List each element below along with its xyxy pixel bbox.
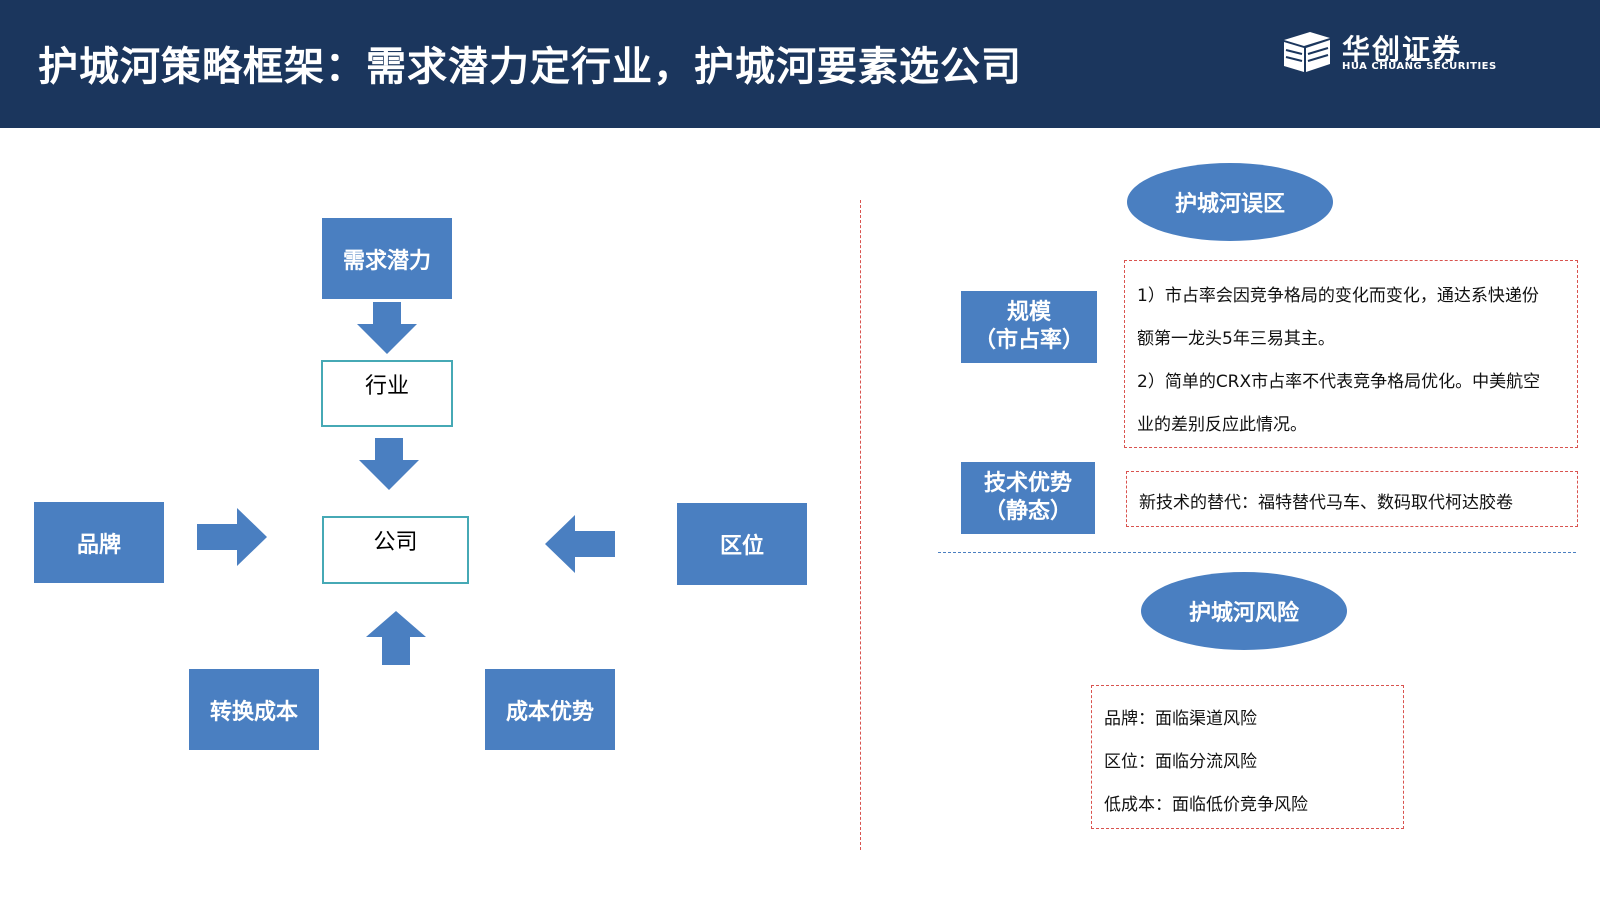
arrow-down-icon: [359, 438, 419, 490]
logo-cube-icon: [1284, 32, 1330, 72]
moat-pitfalls-title: 护城河误区: [1127, 163, 1333, 241]
logo-english-name: HUA CHUANG SECURITIES: [1342, 61, 1497, 72]
arrow-down-icon: [357, 302, 417, 354]
arrow-left-icon: [545, 515, 615, 573]
scale-description-line: 业的差别反应此情况。: [1137, 415, 1307, 435]
brand-box: 品牌: [34, 502, 164, 583]
scale-description-line: 额第一龙头5年三易其主。: [1137, 329, 1335, 349]
scale-description-line: 2）简单的CRX市占率不代表竞争格局优化。中美航空: [1137, 372, 1541, 392]
moat-risks-title: 护城河风险: [1141, 572, 1347, 650]
arrow-up-icon: [366, 611, 426, 665]
arrow-right-icon: [197, 508, 267, 566]
page-title: 护城河策略框架：需求潜力定行业，护城河要素选公司: [38, 44, 1022, 90]
vertical-divider: [860, 200, 861, 850]
tech-description-box: 新技术的替代：福特替代马车、数码取代柯达胶卷: [1126, 471, 1578, 527]
location-box: 区位: [677, 503, 807, 585]
logo-chinese-name: 华创证券: [1342, 33, 1463, 66]
cost-advantage-box: 成本优势: [485, 669, 615, 750]
industry-box: 行业: [321, 360, 453, 427]
demand-potential-box: 需求潜力: [322, 218, 452, 299]
risk-item: 低成本：面临低价竞争风险: [1104, 795, 1308, 815]
tech-label-line2: （静态）: [983, 499, 1072, 524]
scale-description-line: 1）市占率会因竞争格局的变化而变化，通达系快递份: [1137, 286, 1539, 306]
tech-label-line1: 技术优势: [983, 471, 1072, 496]
scale-label-line2: （市占率）: [973, 328, 1084, 353]
scale-label-line1: 规模: [1006, 300, 1051, 325]
company-box: 公司: [322, 516, 469, 584]
risk-item: 品牌：面临渠道风险: [1104, 709, 1257, 729]
risks-box: 品牌：面临渠道风险 区位：面临分流风险 低成本：面临低价竞争风险: [1091, 685, 1404, 829]
horizontal-divider: [938, 552, 1576, 553]
company-logo: 华创证券 HUA CHUANG SECURITIES: [1280, 28, 1520, 78]
tech-label-box: 技术优势 （静态）: [961, 462, 1095, 534]
risk-item: 区位：面临分流风险: [1104, 752, 1257, 772]
scale-label-box: 规模 （市占率）: [961, 291, 1097, 363]
header-bar: 护城河策略框架：需求潜力定行业，护城河要素选公司 华创证券 HUA CHUANG…: [0, 0, 1600, 128]
scale-description-box: 1）市占率会因竞争格局的变化而变化，通达系快递份 额第一龙头5年三易其主。 2）…: [1124, 260, 1578, 448]
switching-cost-box: 转换成本: [189, 669, 319, 750]
tech-description-text: 新技术的替代：福特替代马车、数码取代柯达胶卷: [1139, 493, 1513, 513]
